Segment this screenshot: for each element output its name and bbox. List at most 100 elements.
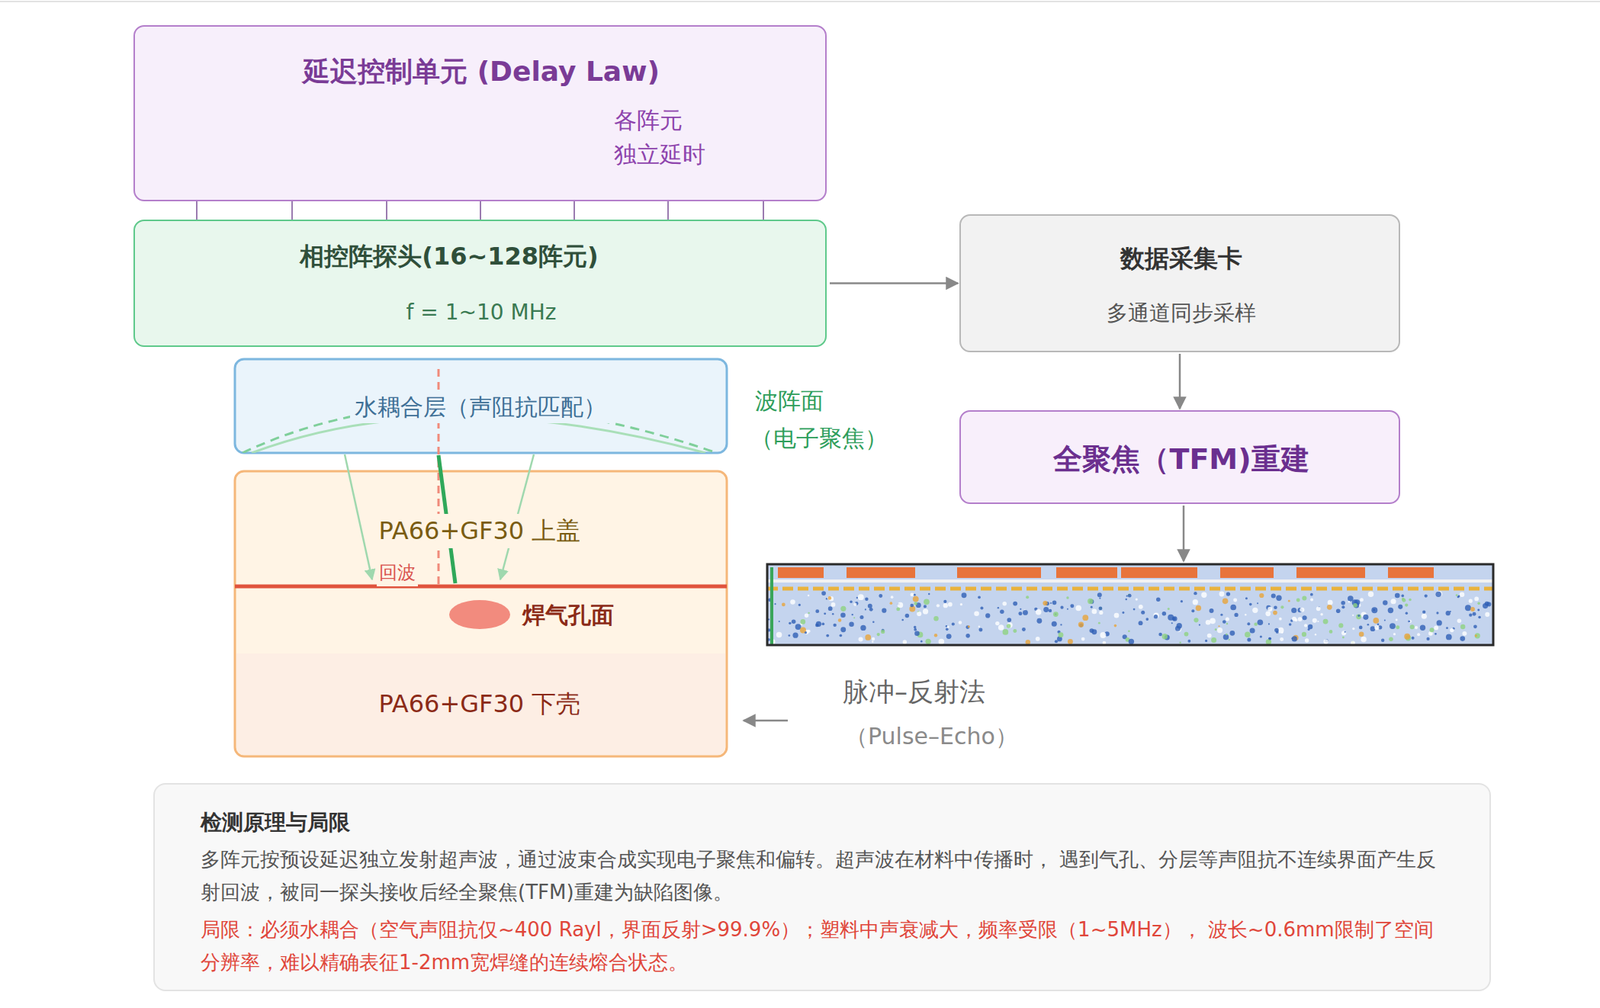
probe-box: 相控阵探头(16~128阵元) f = 1~10 MHz [133,219,827,347]
scan-texture [767,567,1494,646]
scan-speckle [945,628,949,632]
scan-speckle [965,625,970,630]
scan-speckle [1051,621,1058,627]
node-title: 相控阵探头(16~128阵元) [299,239,598,274]
scan-speckle [1360,636,1366,643]
scan-speckle [821,591,826,596]
scan-speckle [1025,595,1029,599]
node-text: 多通道同步采样 [1106,298,1257,328]
scan-speckle [1465,604,1472,611]
scan-speckle [1370,626,1376,632]
scan-block [957,567,1041,579]
scan-speckle [1228,639,1231,641]
scan-speckle [1078,621,1084,627]
scan-speckle [1377,623,1380,627]
scan-speckle [857,594,865,601]
element-wire [479,201,482,220]
scan-speckle [913,628,917,632]
scan-speckle [1320,613,1323,616]
scan-speckle [871,637,875,641]
scan-speckle [788,622,791,625]
scan-speckle [951,622,955,626]
scan-speckle [1459,636,1466,642]
scan-speckle [1244,631,1250,637]
scan-speckle [1457,618,1462,624]
scan-speckle [1393,632,1396,636]
scan-speckle [1052,600,1058,606]
scan-speckle [1302,615,1308,621]
scan-speckle [1445,610,1451,616]
scan-speckle [804,613,809,618]
scan-speckle [1297,616,1303,622]
scan-speckle [1422,610,1426,614]
scan-speckle [856,597,858,599]
scan-speckle [1420,625,1426,631]
scan-speckle [977,595,981,599]
scan-speckle [877,632,881,637]
node-text: f = 1~10 MHz [406,297,557,328]
scan-speckle [1125,598,1128,601]
scan-speckle [1153,613,1159,619]
scan-speckle [1230,630,1236,637]
scan-speckle [1184,632,1189,637]
scan-speckle [1408,598,1411,601]
scan-speckle [1445,626,1449,630]
scan-speckle [1459,591,1466,598]
scan-speckle [1384,619,1386,621]
scan-speckle [1312,618,1318,624]
scan-speckle [1209,618,1216,625]
scan-speckle [781,603,786,608]
scan-speckle [1404,603,1408,607]
scan-speckle [1281,631,1283,633]
scan-speckle [1359,631,1365,637]
scan-speckle [1245,597,1248,600]
scan-speckle [1291,636,1298,642]
scan-speckle [1128,639,1135,645]
scan-speckle [1091,629,1097,635]
scan-speckle [1449,628,1454,633]
scan-speckle [1368,591,1374,598]
scan-speckle [778,620,781,623]
scan-speckle [1217,625,1220,627]
scan-speckle [1395,619,1398,622]
scan-speckle [1348,600,1350,603]
scan-speckle [1114,613,1120,619]
echo-ray [344,454,373,580]
scan-speckle [1310,593,1314,597]
scan-speckle [1271,594,1276,599]
layer-band: 水耦合层（声阻抗匹配） [234,359,727,454]
scan-speckle [1167,607,1170,611]
scan-speckle [1429,627,1434,633]
scan-speckle [1352,603,1358,608]
scan-speckle [978,625,980,627]
scan-speckle [1257,619,1264,626]
node-text: 局限：必须水耦合（空气声阻抗仅~400 Rayl，界面反射>99.9%）；塑料中… [200,913,1444,980]
scan-speckle [1175,626,1181,632]
scan-speckle [1474,634,1478,637]
scan-speckle [1246,622,1250,626]
scan-speckle [1449,610,1452,613]
scan-speckle [1180,600,1183,603]
scan-speckle [1408,620,1412,624]
scan-speckle [1090,606,1093,609]
scan-speckle [1362,614,1369,621]
scan-speckle [816,621,822,627]
scan-speckle [1249,627,1256,633]
scan-speckle [1367,623,1370,627]
scan-frame [767,564,1494,646]
scan-speckle [1066,596,1069,599]
scan-speckle [1355,613,1362,620]
scan-speckle [1347,595,1354,602]
scan-speckle [1098,606,1103,611]
scan-speckle [1220,613,1223,617]
scan-speckle [1470,607,1475,612]
element-wire [667,201,669,220]
scan-speckle [1291,607,1297,614]
node-title: 全聚焦（TFM)重建 [1053,439,1309,480]
scan-speckle [788,634,791,637]
scan-speckle [1344,631,1347,633]
scan-speckle [1060,606,1064,610]
scan-speckle [1192,599,1199,605]
scan-speckle [1214,628,1218,631]
scan-speckle [1468,613,1472,617]
